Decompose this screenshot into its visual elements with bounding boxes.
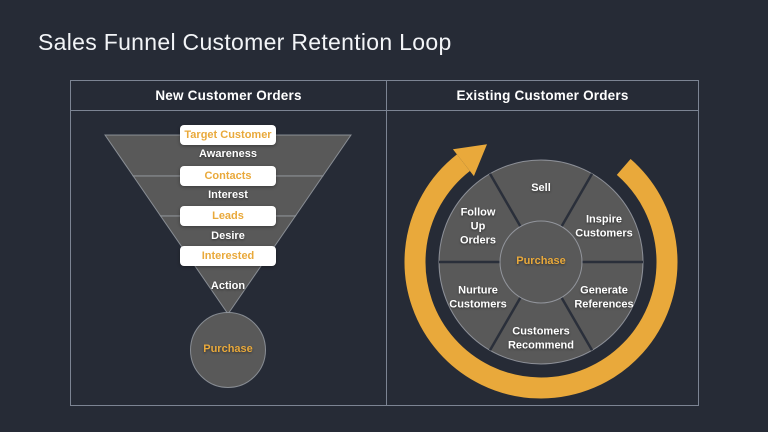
comparison-panel: New Customer Orders Existing Customer Or… bbox=[70, 80, 699, 406]
funnel-stage-label-action: Action bbox=[210, 280, 246, 293]
funnel-pill-contacts: Contacts bbox=[180, 166, 276, 186]
wheel-segment-label-follow-up-orders: Follow Up Orders bbox=[459, 206, 497, 246]
purchase-circle bbox=[190, 312, 266, 388]
funnel-shape-svg bbox=[104, 134, 352, 388]
sales-funnel-diagram: Awareness Interest Desire Action Target … bbox=[71, 111, 387, 405]
funnel-pill-interested: Interested bbox=[180, 246, 276, 266]
retention-loop-arrowhead-icon bbox=[452, 144, 487, 177]
panel-content-row: Awareness Interest Desire Action Target … bbox=[71, 111, 698, 405]
retention-loop-arc bbox=[404, 154, 678, 399]
wheel-segment-label-sell: Sell bbox=[531, 182, 551, 195]
funnel-pill-leads: Leads bbox=[180, 206, 276, 226]
wheel-segment-label-nurture-customers: Nurture Customers bbox=[449, 284, 507, 310]
funnel-stage-label-desire: Desire bbox=[211, 230, 245, 243]
retention-wheel-diagram: Sell Inspire Customers Generate Referenc… bbox=[387, 111, 698, 405]
slide-title: Sales Funnel Customer Retention Loop bbox=[38, 29, 452, 55]
funnel-pill-target-customer: Target Customer bbox=[180, 125, 276, 145]
right-panel-header: Existing Customer Orders bbox=[456, 88, 629, 103]
wheel-shape-svg bbox=[404, 144, 678, 399]
panel-header-row: New Customer Orders Existing Customer Or… bbox=[71, 81, 698, 111]
wheel-segment-label-customers-recommend: Customers Recommend bbox=[507, 325, 575, 351]
wheel-segment-dividers bbox=[439, 173, 643, 351]
wheel-segment-label-inspire-customers: Inspire Customers bbox=[575, 213, 633, 239]
wheel-center-circle bbox=[499, 220, 583, 304]
wheel-segment-label-generate-references: Generate References bbox=[574, 284, 634, 310]
funnel-stage-label-awareness: Awareness bbox=[199, 148, 257, 161]
funnel-stage-label-interest: Interest bbox=[208, 189, 248, 202]
left-panel-header: New Customer Orders bbox=[71, 81, 387, 110]
wheel-center-label-purchase: Purchase bbox=[516, 255, 566, 268]
funnel-outcome-label-purchase: Purchase bbox=[203, 343, 253, 356]
